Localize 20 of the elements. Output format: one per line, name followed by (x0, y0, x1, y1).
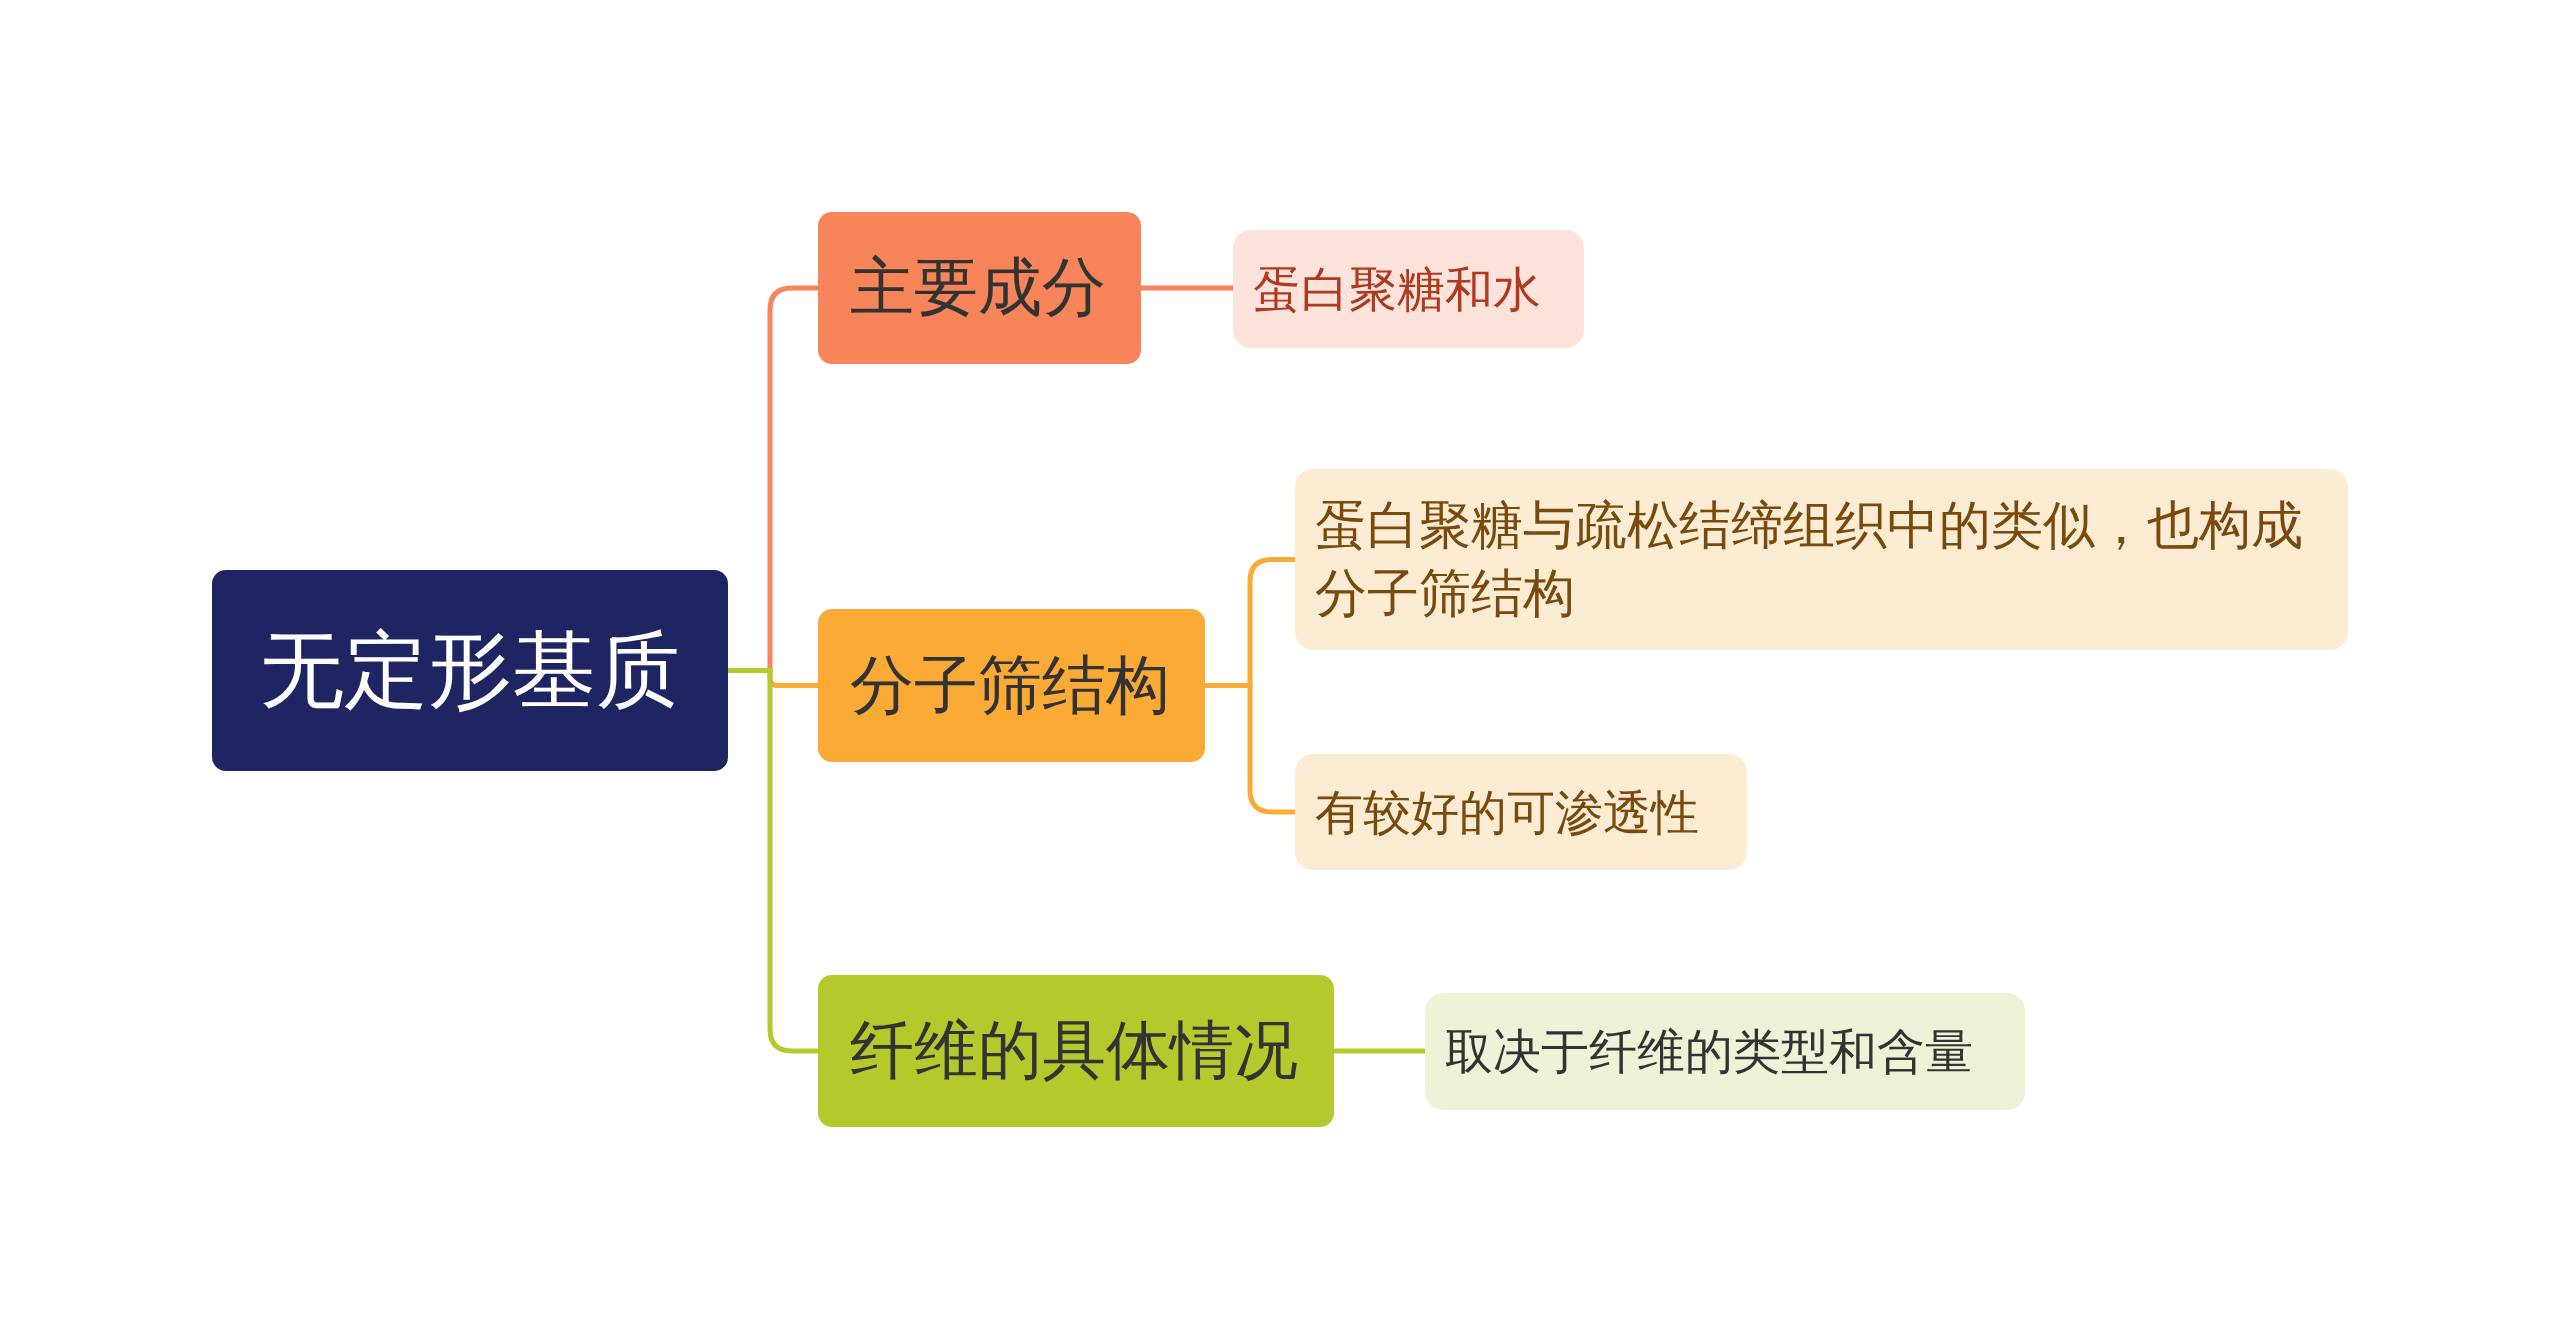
topic-text: 分子筛结构 (850, 646, 1170, 724)
topic-text: 蛋白聚糖与疏松结缔组织中的类似，也构成分子筛结构 (1315, 493, 2304, 625)
topic-text: 纤维的具体情况 (850, 1012, 1298, 1090)
topic-text: 主要成分 (850, 249, 1106, 327)
root-topic-box (212, 570, 728, 771)
subtopic-box (1425, 993, 2025, 1110)
topic-text: 取决于纤维的类型和含量 (1445, 1022, 1973, 1082)
subtopic-box (1295, 469, 2348, 650)
connector-line (728, 668, 818, 1054)
connector-line (1141, 285, 1233, 291)
topic-text: 无定形基质 (260, 619, 680, 721)
topic-box (818, 609, 1205, 762)
topic-box (818, 212, 1141, 364)
topic-box (818, 975, 1334, 1127)
connector-line (1334, 1048, 1425, 1054)
topic-text: 有较好的可渗透性 (1315, 782, 1699, 842)
connector-line (1205, 683, 1295, 815)
subtopic-box (1233, 230, 1584, 348)
topic-text: 蛋白聚糖和水 (1253, 259, 1541, 319)
subtopic-box (1295, 754, 1747, 870)
